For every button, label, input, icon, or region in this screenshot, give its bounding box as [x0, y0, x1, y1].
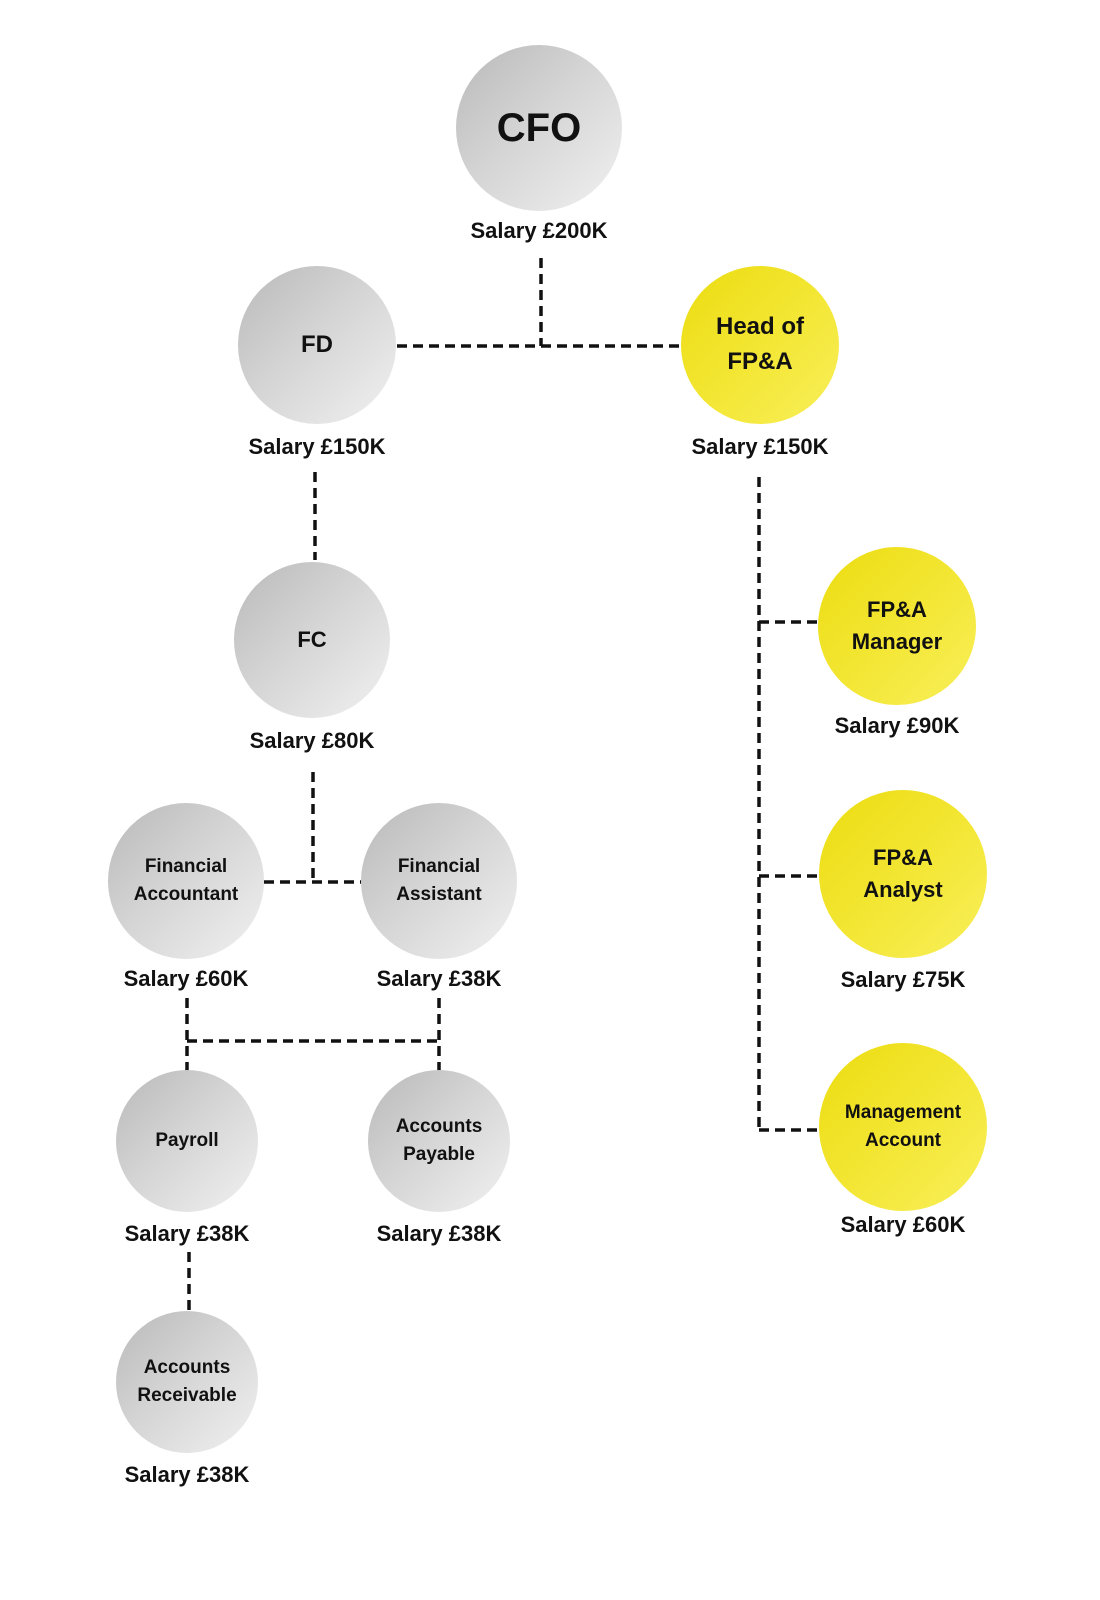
node-title: Accounts Receivable	[137, 1357, 237, 1406]
node-fpa-analyst: FP&A Analyst	[819, 790, 987, 958]
connector-fc-team	[264, 772, 361, 884]
node-title: Accounts Payable	[395, 1116, 483, 1165]
node-title: FP&A Analyst	[863, 845, 943, 902]
node-title: Management Account	[844, 1102, 962, 1151]
node-salary: Salary £60K	[840, 1212, 966, 1237]
node-fc: FC	[234, 562, 390, 718]
node-salary: Salary £90K	[834, 713, 960, 738]
node-salary: Salary £150K	[691, 434, 829, 459]
node-financial-assistant: Financial Assistant	[361, 803, 517, 959]
node-payroll: Payroll	[116, 1070, 258, 1212]
node-salary: Salary £200K	[470, 218, 608, 243]
connector-fpa-team	[757, 477, 818, 1132]
node-cfo: CFO	[456, 45, 622, 211]
node-title: Financial Assistant	[396, 856, 482, 905]
node-title: FP&A Manager	[851, 597, 943, 654]
connector-cfo	[397, 258, 681, 348]
node-salary: Salary £38K	[124, 1462, 250, 1487]
node-salary: Salary £75K	[840, 967, 966, 992]
node-accounts-payable: Accounts Payable	[368, 1070, 510, 1212]
node-fpa-manager: FP&A Manager	[818, 547, 976, 705]
node-salary: Salary £80K	[249, 728, 375, 753]
node-salary: Salary £38K	[124, 1221, 250, 1246]
node-financial-accountant: Financial Accountant	[108, 803, 264, 959]
node-salary: Salary £150K	[248, 434, 386, 459]
node-title: Payroll	[155, 1130, 219, 1152]
node-fd: FD	[238, 266, 396, 424]
node-title: FC	[297, 627, 327, 653]
node-accounts-receivable: Accounts Receivable	[116, 1311, 258, 1453]
node-title: CFO	[496, 106, 582, 150]
node-salary: Salary £60K	[123, 966, 249, 991]
node-head-fpa: Head of FP&A	[681, 266, 839, 424]
node-management-account: Management Account	[819, 1043, 987, 1211]
node-title: Head of FP&A	[715, 313, 804, 375]
node-title: FD	[301, 330, 333, 358]
node-title: Financial Accountant	[133, 856, 239, 905]
connector-accounting-team	[185, 998, 441, 1072]
node-salary: Salary £38K	[376, 1221, 502, 1246]
node-salary: Salary £38K	[376, 966, 502, 991]
